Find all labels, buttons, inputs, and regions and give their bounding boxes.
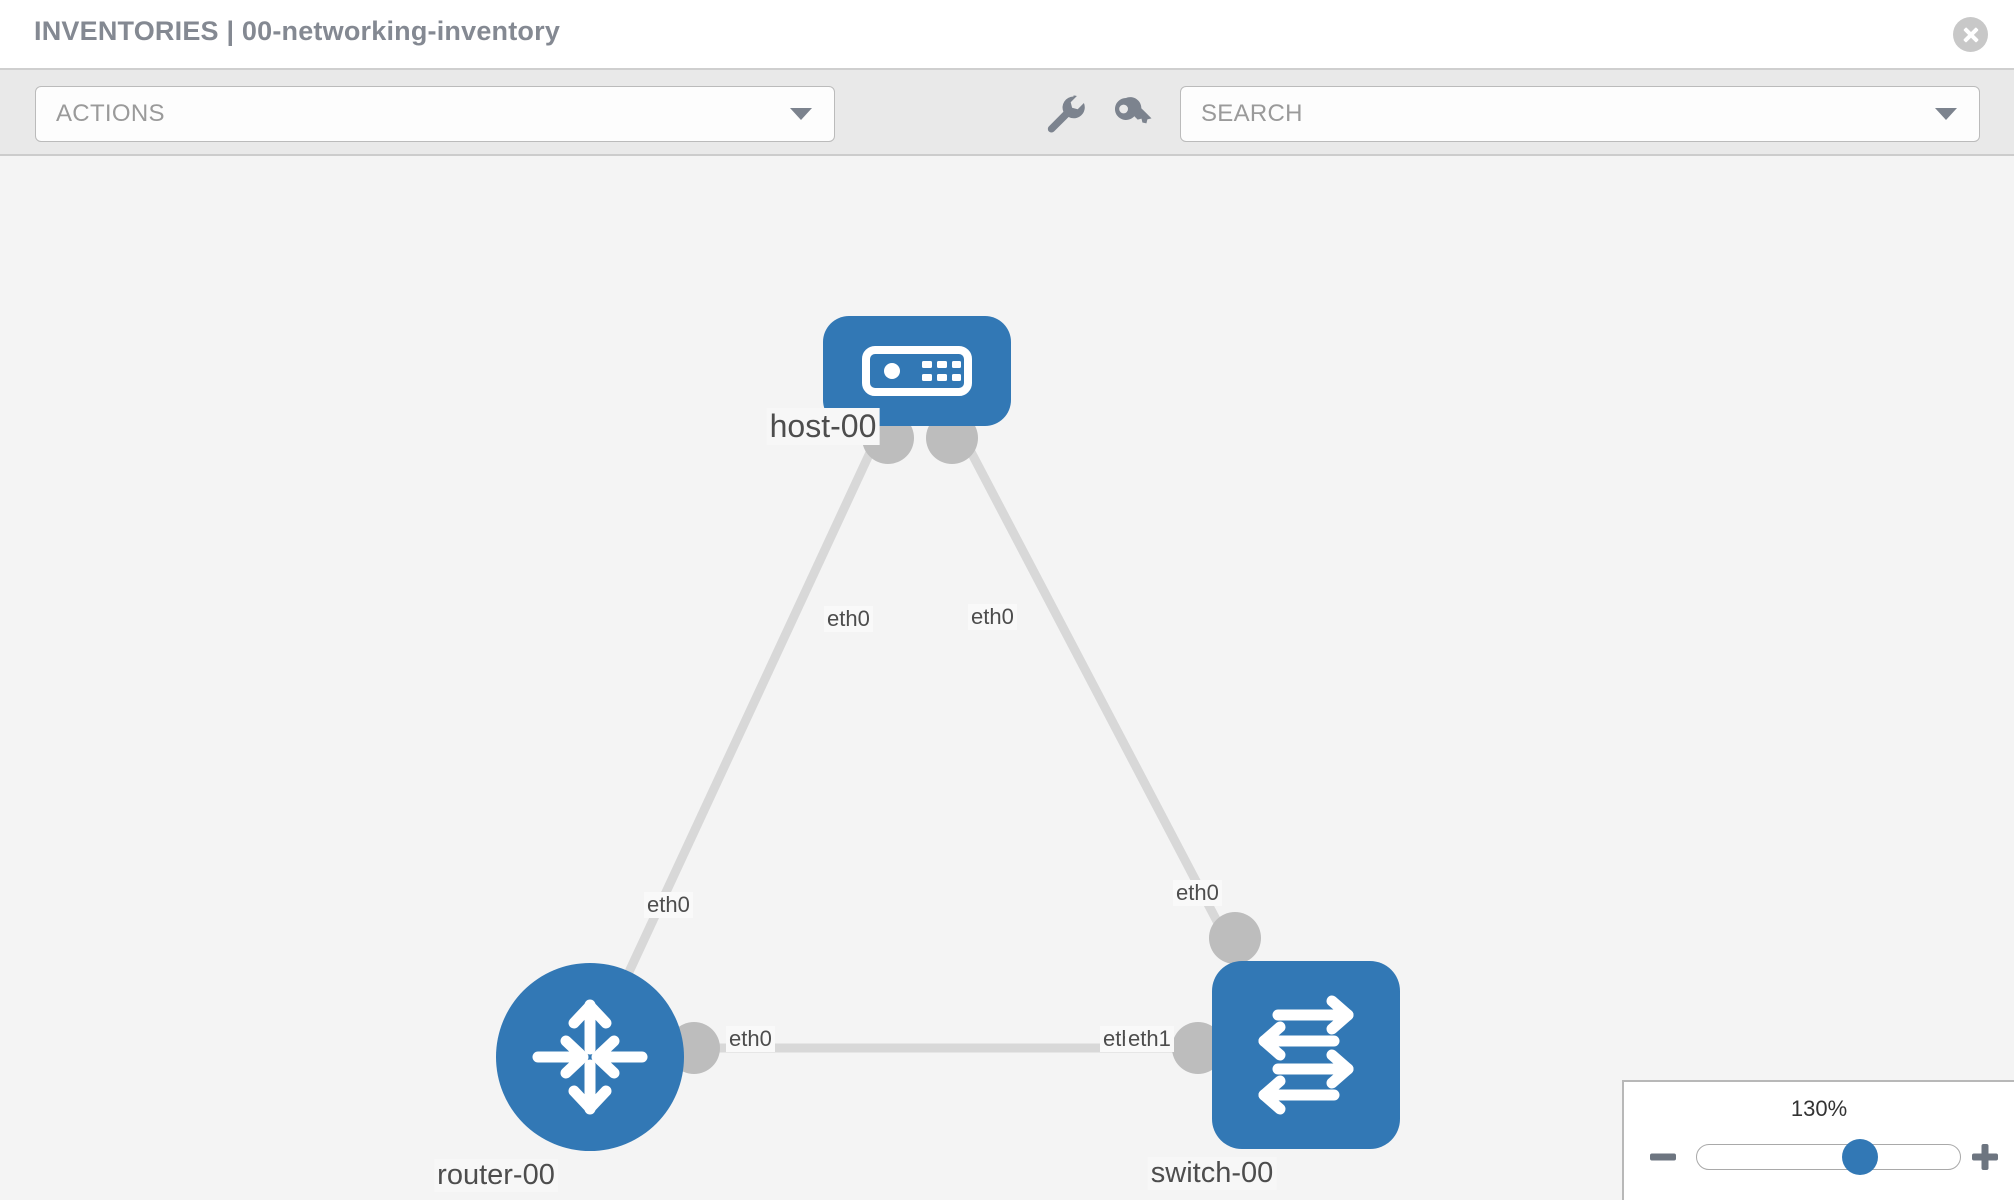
- close-icon[interactable]: [1953, 17, 1988, 52]
- zoom-out-button[interactable]: [1648, 1142, 1678, 1172]
- port-label: eth1: [1125, 1026, 1174, 1052]
- topology-canvas[interactable]: host-00 router-00: [0, 156, 2014, 1200]
- chevron-down-icon: [1935, 108, 1957, 120]
- toolbar: ACTIONS SEARCH: [0, 68, 2014, 156]
- zoom-slider-thumb[interactable]: [1842, 1139, 1879, 1175]
- endpoint-switch-top: [1209, 912, 1261, 964]
- zoom-slider[interactable]: [1696, 1139, 1961, 1175]
- port-label: eth0: [644, 892, 693, 918]
- key-icon[interactable]: [1108, 90, 1156, 138]
- page-header: INVENTORIES | 00-networking-inventory: [0, 0, 2014, 68]
- actions-dropdown[interactable]: ACTIONS: [35, 86, 835, 142]
- host-node-shape: [823, 316, 1011, 426]
- zoom-level-label: 130%: [1790, 1096, 1848, 1121]
- router-icon: [532, 999, 648, 1115]
- search-placeholder: SEARCH: [1201, 100, 1303, 127]
- port-label: eth0: [824, 606, 873, 632]
- endpoint-switch-left: [1172, 1022, 1224, 1074]
- zoom-control-panel: 130%: [1622, 1080, 2014, 1200]
- port-label: eth0: [726, 1026, 775, 1052]
- wrench-icon[interactable]: [1040, 90, 1088, 138]
- link-host-router: [585, 429, 885, 1058]
- actions-dropdown-label: ACTIONS: [56, 100, 165, 127]
- chevron-down-icon: [790, 108, 812, 120]
- switch-icon: [1258, 995, 1354, 1115]
- search-input[interactable]: SEARCH: [1180, 86, 1980, 142]
- node-label-switch-00: switch-00: [1147, 1157, 1277, 1190]
- zoom-in-button[interactable]: [1970, 1142, 2000, 1172]
- port-label: eth0: [968, 604, 1017, 630]
- topology-links: [585, 412, 1261, 1074]
- link-endpoints: [668, 412, 1261, 1074]
- node-label-router-00: router-00: [434, 1159, 558, 1192]
- port-label: eth0: [1173, 880, 1222, 906]
- switch-node-shape: [1212, 961, 1400, 1149]
- server-icon: [862, 346, 972, 396]
- link-lines: [585, 428, 1234, 1058]
- node-label-host-00: host-00: [766, 408, 880, 445]
- router-node-shape: [496, 963, 684, 1151]
- page-title: INVENTORIES | 00-networking-inventory: [34, 16, 561, 46]
- link-host-switch: [956, 428, 1234, 949]
